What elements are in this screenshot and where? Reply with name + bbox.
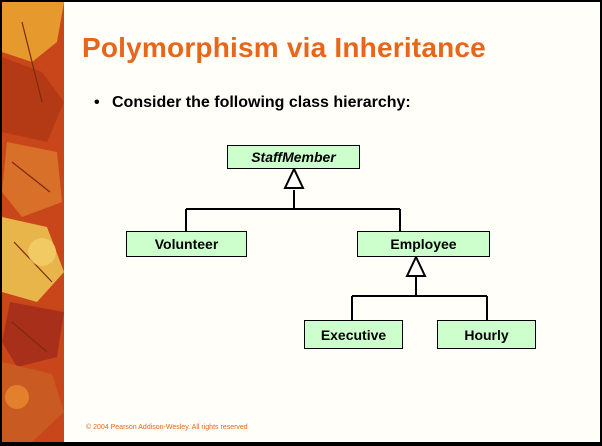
class-hierarchy-connectors [185,166,488,320]
class-box-executive: Executive [304,320,403,349]
inheritance-arrow-staffmember [283,166,305,189]
bullet-text: Consider the following class hierarchy: [112,94,411,111]
class-box-hourly: Hourly [437,320,536,349]
slide: Polymorphism via Inheritance • Consider t… [2,2,600,442]
class-box-staffmember: StaffMember [227,145,360,169]
autumn-leaves-image [2,2,64,442]
slide-title: Polymorphism via Inheritance [82,32,486,63]
class-box-employee: Employee [357,231,490,257]
class-box-volunteer: Volunteer [126,231,247,257]
copyright-footer: © 2004 Pearson Addison-Wesley. All right… [86,424,248,431]
bullet-dot: • [94,94,100,111]
inheritance-arrow-employee [405,254,427,277]
bullet-point: • Consider the following class hierarchy: [94,94,411,112]
